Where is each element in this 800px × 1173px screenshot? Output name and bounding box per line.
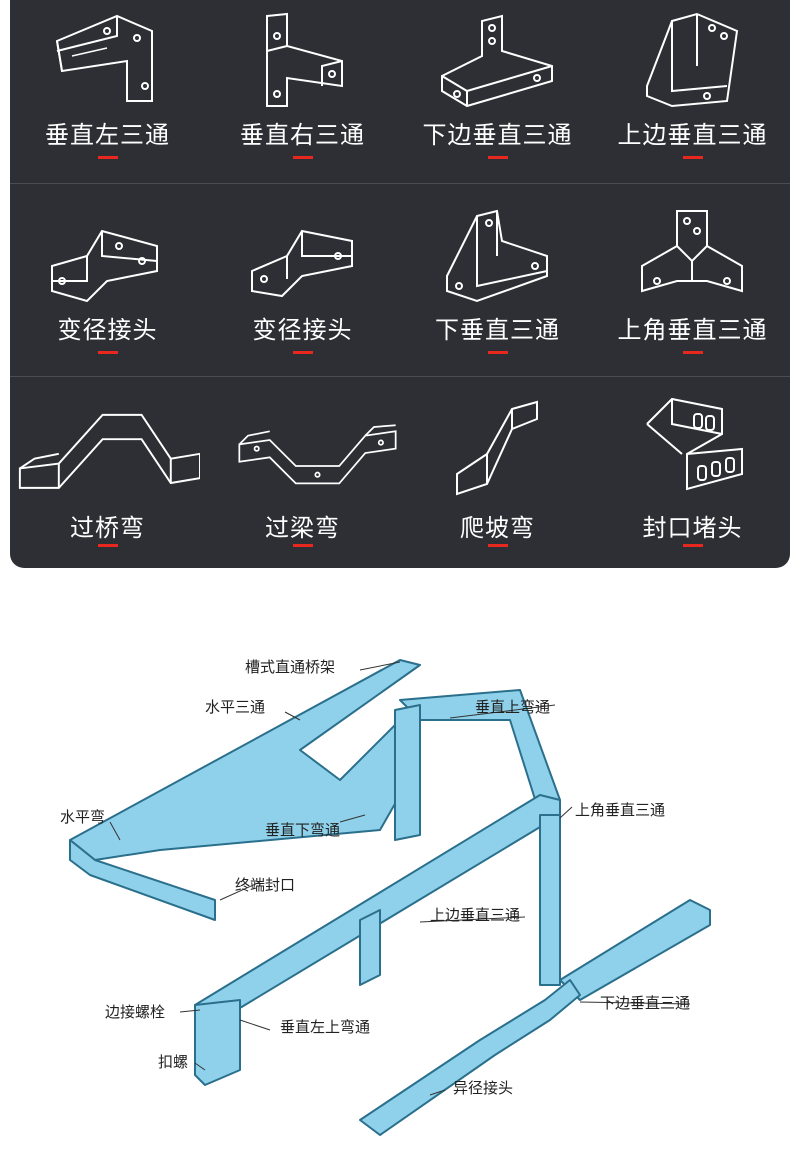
callout-label: 终端封口: [235, 877, 295, 894]
accent-dash: [293, 156, 313, 159]
callout-label: 边接螺栓: [105, 1004, 165, 1021]
callout-labels: 槽式直通桥架 水平三通 垂直上弯通 水平弯 上角垂直三通 垂直下弯通 终端封口 …: [60, 659, 690, 1097]
tray-assembly: [69, 659, 711, 1136]
beam-bend-icon: [238, 424, 397, 485]
accent-dash: [98, 351, 118, 354]
end-cap-icon: [646, 397, 743, 491]
callout-label: 垂直左上弯通: [280, 1019, 370, 1036]
upper-corner-vertical-tee-icon: [641, 210, 743, 293]
down-vertical-tee-icon: [446, 209, 548, 303]
upper-side-vertical-tee-icon: [646, 12, 739, 108]
callout-label: 异径接头: [453, 1080, 513, 1097]
catalog-item-label: 过梁弯: [265, 515, 340, 542]
catalog-item-beam-bend: 过梁弯: [205, 388, 400, 578]
callout-label: 槽式直通桥架: [245, 659, 335, 676]
callout-leader-lines: [109, 661, 691, 1096]
reducer-icon: [51, 229, 158, 303]
catalog-item-label: 垂直右三通: [240, 122, 365, 149]
fittings-catalog-panel: 垂直左三通 垂直右三通 下边垂直三通 上边垂直三通: [10, 0, 790, 568]
catalog-item-vertical-right-tee: 垂直右三通: [205, 0, 400, 190]
catalog-item-slope-bend: 爬坡弯: [400, 388, 595, 578]
catalog-item-label: 下边垂直三通: [422, 122, 573, 149]
catalog-item-reducer: 变径接头: [10, 195, 205, 385]
accent-dash: [683, 156, 703, 159]
accent-dash: [293, 351, 313, 354]
catalog-item-end-cap: 封口堵头: [595, 388, 790, 578]
callout-label: 垂直下弯通: [265, 822, 340, 839]
accent-dash: [683, 351, 703, 354]
callout-label: 垂直上弯通: [475, 699, 550, 716]
catalog-item-label: 变径接头: [57, 317, 158, 344]
catalog-item-label: 上角垂直三通: [617, 317, 768, 344]
catalog-item-label: 爬坡弯: [460, 515, 535, 542]
catalog-item-vertical-left-tee: 垂直左三通: [10, 0, 205, 190]
callout-label: 上边垂直三通: [430, 907, 520, 924]
catalog-item-label: 封口堵头: [642, 515, 743, 542]
catalog-item-lower-side-vertical-tee: 下边垂直三通: [400, 0, 595, 190]
tray-assembly-diagram: 槽式直通桥架 水平三通 垂直上弯通 水平弯 上角垂直三通 垂直下弯通 终端封口 …: [60, 659, 711, 1136]
callout-label: 上角垂直三通: [575, 802, 665, 819]
catalog-item-label: 下垂直三通: [435, 317, 560, 344]
vertical-left-tee-icon: [55, 14, 153, 102]
catalog-item-bridge-bend: 过桥弯: [10, 388, 205, 578]
catalog-item-label: 垂直左三通: [45, 122, 170, 149]
catalog-item-down-vertical-tee: 下垂直三通: [400, 195, 595, 385]
accent-dash: [98, 544, 118, 547]
catalog-item-label: 过桥弯: [70, 515, 145, 542]
bridge-bend-icon: [18, 413, 200, 489]
accent-dash: [488, 544, 508, 547]
reducer-alt-icon: [251, 229, 353, 298]
callout-label: 扣螺: [158, 1054, 188, 1071]
catalog-item-reducer-alt: 变径接头: [205, 195, 400, 385]
callout-label: 水平弯: [60, 809, 105, 826]
lower-side-vertical-tee-icon: [441, 14, 553, 108]
accent-dash: [98, 156, 118, 159]
catalog-item-upper-side-vertical-tee: 上边垂直三通: [595, 0, 790, 190]
accent-dash: [683, 544, 703, 547]
slope-bend-icon: [456, 400, 538, 496]
row-divider: [10, 183, 790, 184]
catalog-item-label: 上边垂直三通: [617, 122, 768, 149]
row-divider: [10, 376, 790, 377]
accent-dash: [488, 156, 508, 159]
callout-label: 水平三通: [205, 699, 265, 716]
catalog-item-label: 变径接头: [252, 317, 353, 344]
catalog-item-upper-corner-vertical-tee: 上角垂直三通: [595, 195, 790, 385]
accent-dash: [488, 351, 508, 354]
callout-label: 下边垂直三通: [600, 995, 690, 1012]
accent-dash: [293, 544, 313, 547]
vertical-right-tee-icon: [266, 12, 343, 107]
